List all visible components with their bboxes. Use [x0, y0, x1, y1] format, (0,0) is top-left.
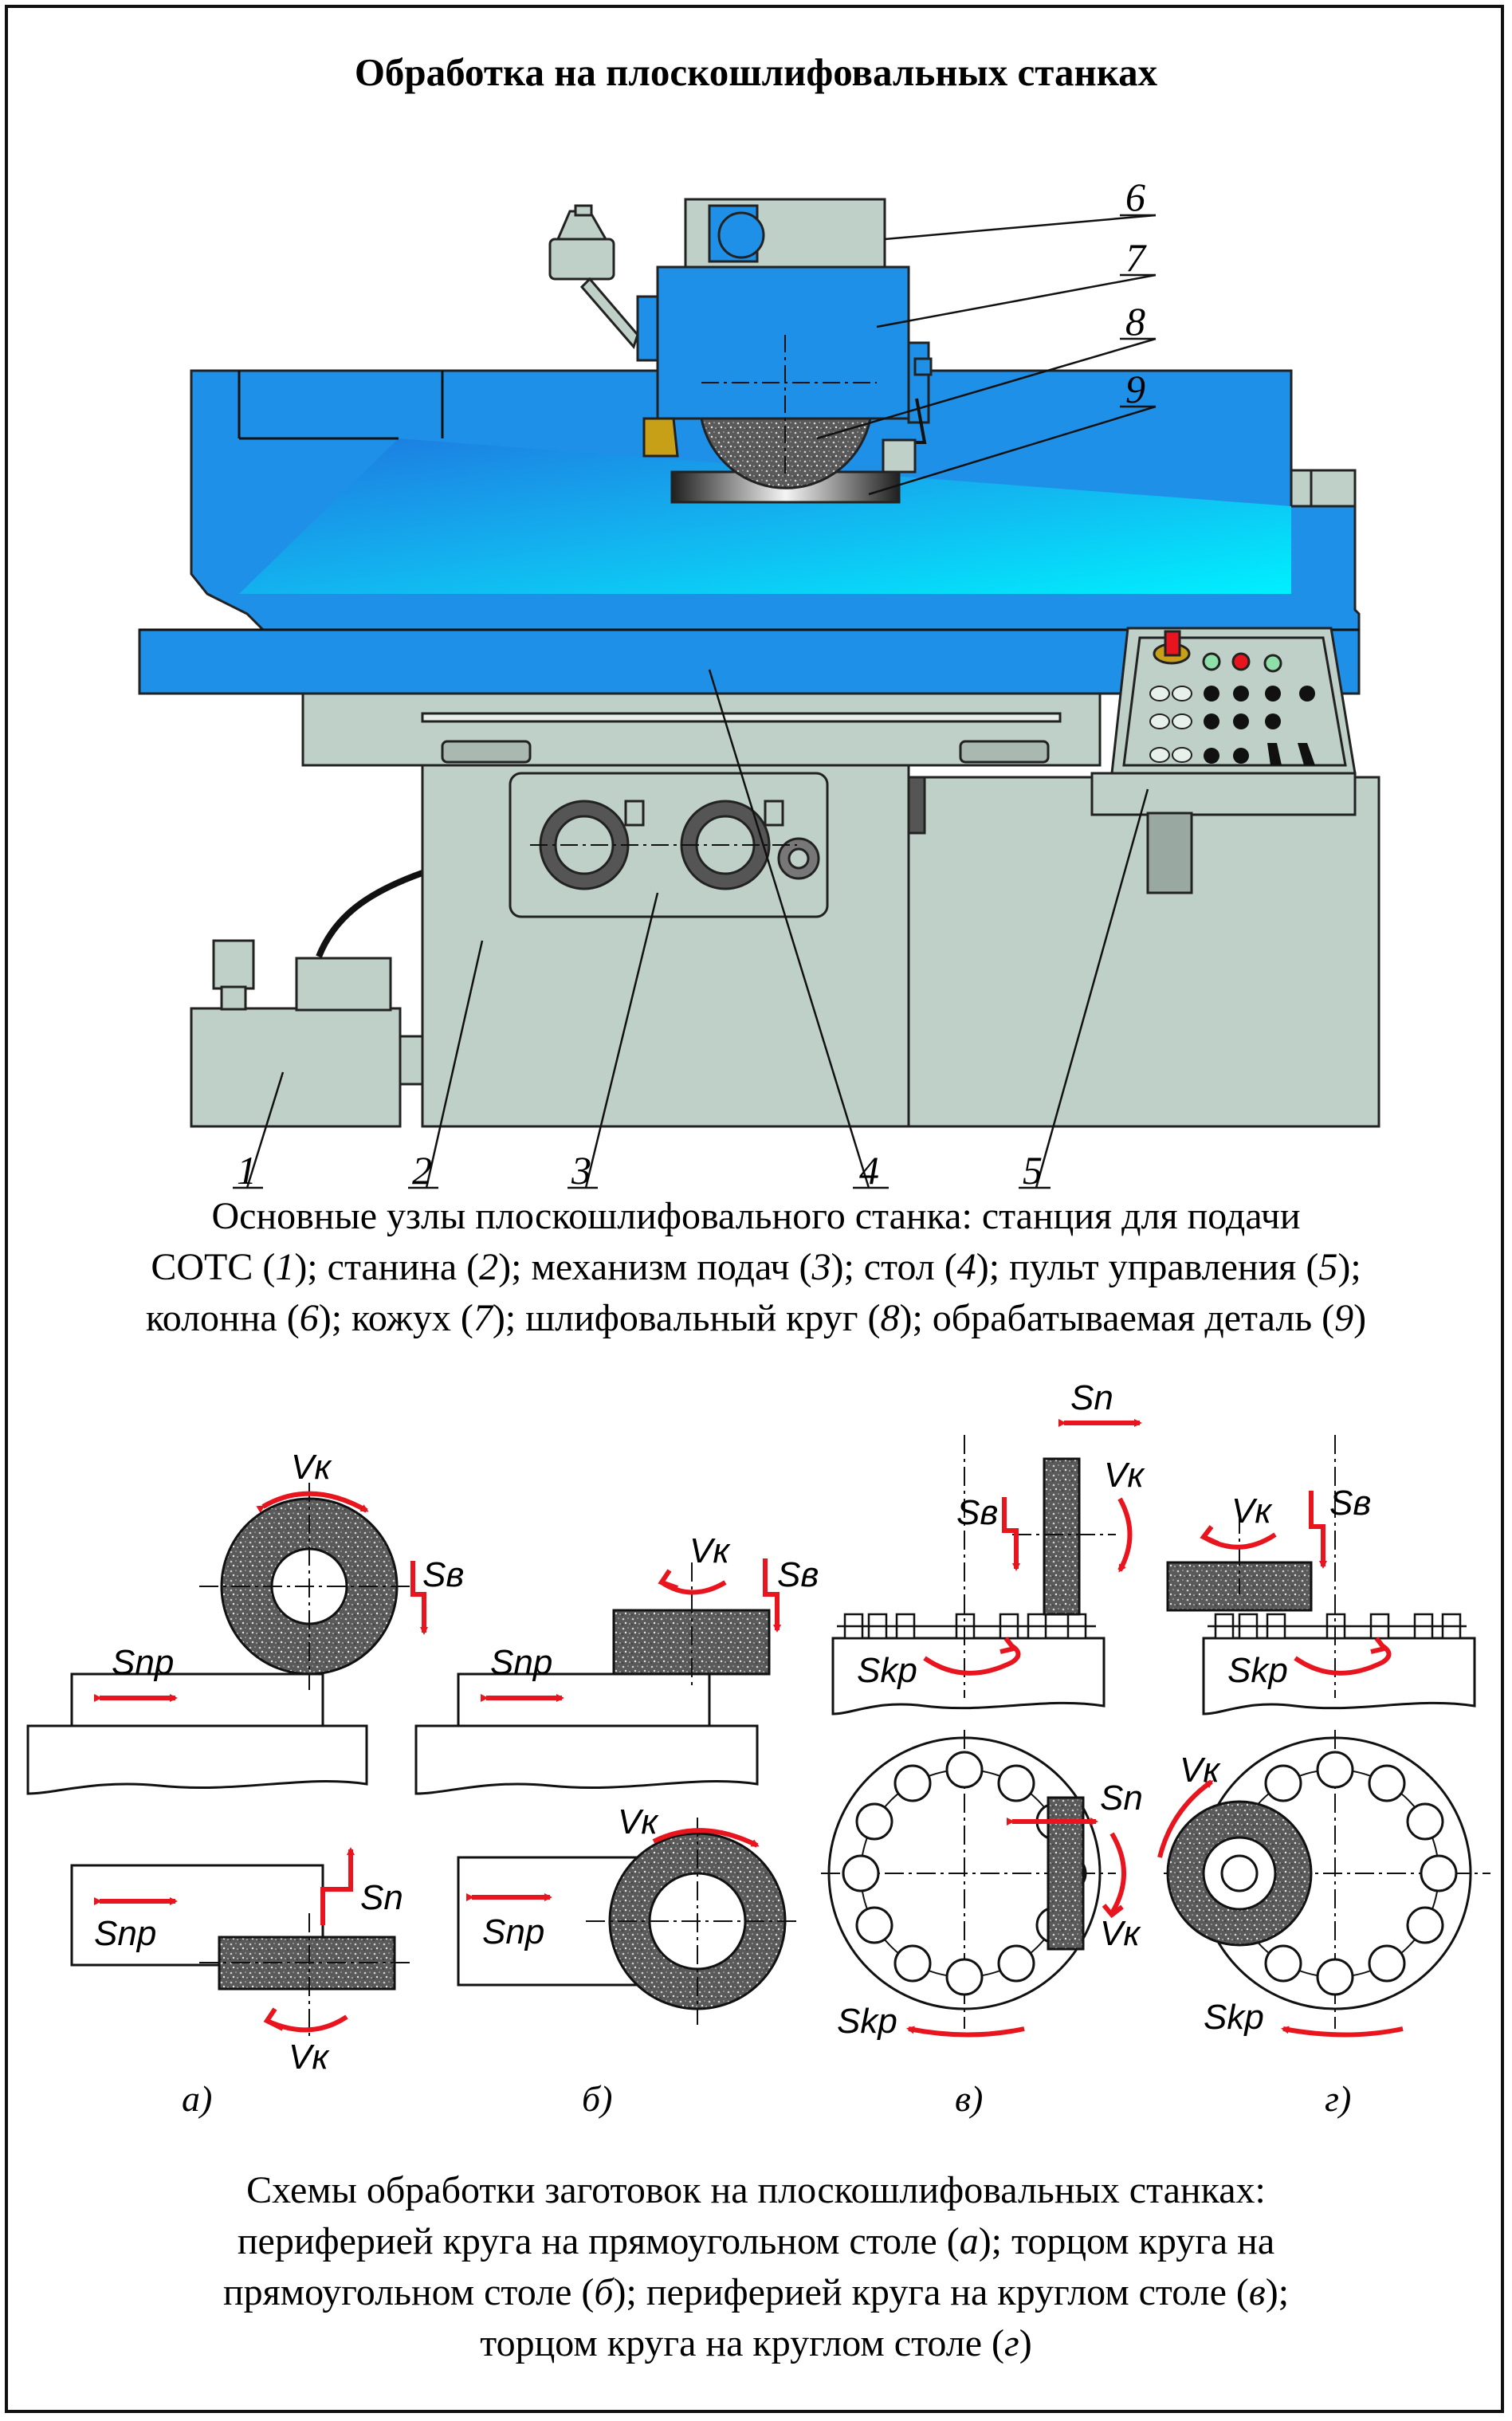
schemes-caption-line-4: торцом круга на круглом столе (г) — [480, 2322, 1032, 2364]
label-sv-g: Sв — [1329, 1484, 1371, 1523]
label-skr-g1: Skp — [1227, 1651, 1288, 1690]
part-number-8: 8 — [1125, 299, 1145, 344]
scheme-v: Sn Vк Sв Skp Sn Vк Skp в) — [821, 1378, 1145, 2119]
label-sn-v1: Sn — [1070, 1378, 1113, 1417]
label-snp-a1: Snp — [112, 1643, 174, 1682]
part-number-7: 7 — [1125, 235, 1147, 280]
leader-lines — [233, 214, 1157, 1189]
label-sn-a: Sn — [360, 1878, 403, 1917]
machine-illustration — [138, 198, 1380, 1128]
machine-caption: Основные узлы плоскошлифовального станка… — [0, 1191, 1512, 1344]
machine-caption-line-2: СОТС (1); станина (2); механизм подач (3… — [151, 1246, 1361, 1288]
label-sv-b: Sв — [777, 1555, 819, 1594]
schemes-caption-line-1: Схемы обработки заготовок на плоскошлифо… — [246, 2169, 1266, 2211]
subfigure-label-b: б) — [582, 2078, 612, 2119]
label-vk-v2: Vк — [1100, 1914, 1141, 1953]
part-number-2: 2 — [412, 1148, 432, 1193]
label-skr-g2: Skp — [1204, 1998, 1264, 2037]
part-number-1: 1 — [237, 1148, 257, 1193]
label-skr-v1: Skp — [857, 1651, 917, 1690]
scheme-a: Vк Sв Snp Snp Sn Vк а) — [26, 1448, 464, 2119]
label-sv-v: Sв — [956, 1493, 998, 1532]
schemes-caption-line-3: прямоугольном столе (б); периферией круг… — [222, 2271, 1290, 2313]
machine-caption-line-1: Основные узлы плоскошлифовального станка… — [211, 1195, 1301, 1237]
part-number-4: 4 — [859, 1148, 879, 1193]
subfigure-label-v: в) — [955, 2078, 983, 2119]
coolant-station — [190, 1007, 402, 1128]
label-sv-a: Sв — [422, 1555, 464, 1594]
label-vk-b1: Vк — [689, 1531, 731, 1570]
subfigure-label-a: а) — [182, 2078, 212, 2119]
part-number-6: 6 — [1125, 175, 1145, 219]
label-vk-a1: Vк — [291, 1448, 332, 1487]
wheel-v — [1043, 1457, 1081, 1616]
page-title: Обработка на плоскошлифовальных станках — [354, 50, 1158, 94]
label-vk-b2: Vк — [618, 1802, 659, 1841]
part-number-5: 5 — [1023, 1148, 1043, 1193]
label-skr-v2: Skp — [837, 2002, 897, 2041]
scheme-g: Vк Sв Skp Vк Skp г) — [1157, 1435, 1490, 2119]
wheel-guard — [656, 265, 910, 420]
label-vk-a2: Vк — [289, 2038, 330, 2077]
machine-caption-line-3: колонна (6); кожух (7); шлифовальный кру… — [145, 1297, 1367, 1339]
label-snp-b1: Snp — [490, 1643, 552, 1682]
label-snp-b2: Snp — [482, 1912, 544, 1951]
label-vk-g1: Vк — [1231, 1492, 1273, 1531]
part-number-3: 3 — [571, 1148, 591, 1193]
subfigure-label-g: г) — [1325, 2078, 1351, 2119]
label-sn-v2: Sn — [1100, 1778, 1143, 1818]
label-vk-v1: Vк — [1104, 1456, 1145, 1495]
label-vk-g2: Vк — [1180, 1751, 1221, 1790]
control-panel — [1110, 627, 1357, 775]
label-snp-a2: Snp — [94, 1914, 156, 1953]
part-number-9: 9 — [1125, 367, 1145, 411]
scheme-b: Vк Sв Snp Vк Snp б) — [414, 1531, 819, 2119]
schemes-caption: Схемы обработки заготовок на плоскошлифо… — [0, 2165, 1512, 2369]
schemes-caption-line-2: периферией круга на прямоугольном столе … — [237, 2220, 1275, 2262]
